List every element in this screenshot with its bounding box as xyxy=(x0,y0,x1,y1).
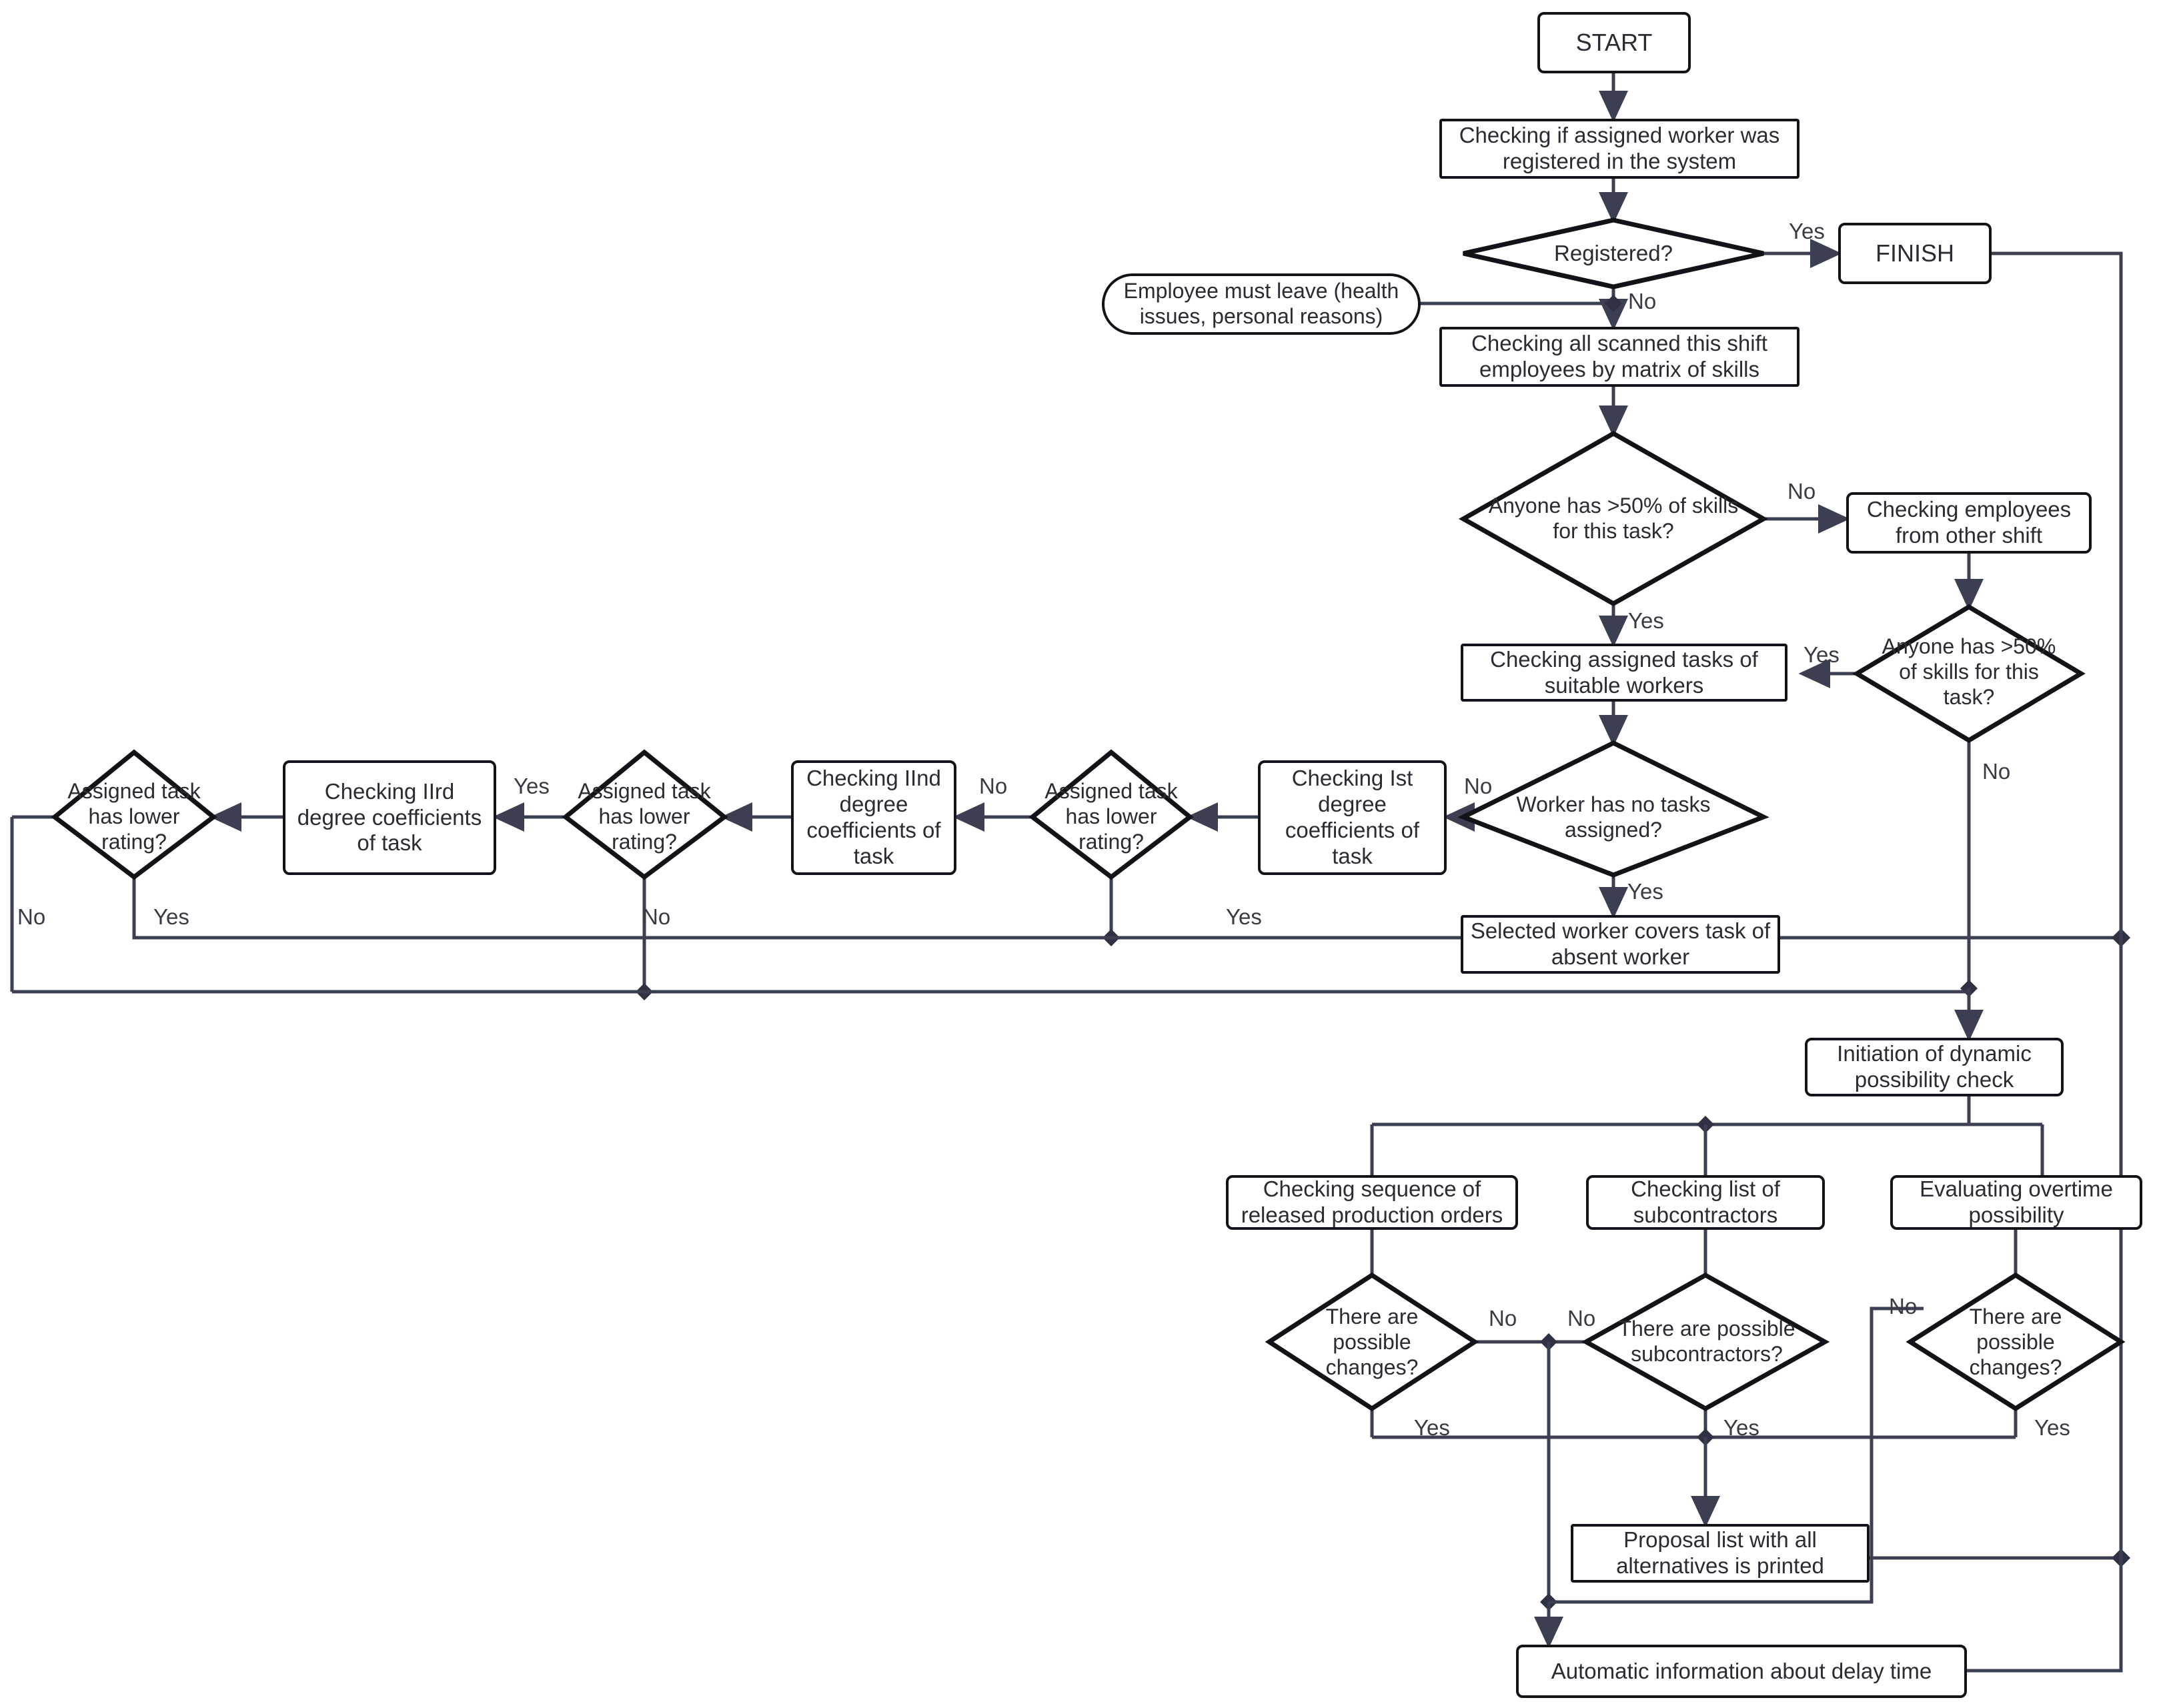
junction-dot-employee-leave xyxy=(1605,295,1622,312)
edge-label-anyone1-yes: Yes xyxy=(1628,608,1664,633)
edge-label-subcontractors-no: No xyxy=(1567,1306,1596,1331)
junction-dot-no-merge xyxy=(1540,1333,1557,1351)
node-check-subcontractors[interactable]: Checking list of subcontractors xyxy=(1586,1175,1825,1230)
junction-dot-2402 xyxy=(1540,1593,1557,1611)
node-initiation-dynamic-label: Initiation of dynamic possibility check xyxy=(1837,1041,2032,1092)
node-rating1-q-label: Assigned task has lower rating? xyxy=(1044,779,1178,854)
junction-dot-anyone2-no xyxy=(1960,980,1978,997)
edge-automatic-right-up xyxy=(1967,1558,2123,1673)
edge-label-rating3-no: No xyxy=(17,904,46,929)
node-possible-subcontractors-q[interactable]: There are possible subcontractors? xyxy=(1601,1309,1813,1375)
edge-label-registered-yes: Yes xyxy=(1789,219,1825,243)
edge-label-subcontractors-yes: Yes xyxy=(1723,1415,1759,1440)
node-check-scanned[interactable]: Checking all scanned this shift employee… xyxy=(1439,327,1799,387)
node-evaluating-overtime-label: Evaluating overtime possibility xyxy=(1920,1176,2113,1227)
node-automatic-info-label: Automatic information about delay time xyxy=(1551,1658,1932,1683)
node-proposal-list[interactable]: Proposal list with all alternatives is p… xyxy=(1571,1524,1870,1583)
edge-label-changes2-no: No xyxy=(1889,1294,1918,1319)
node-automatic-info[interactable]: Automatic information about delay time xyxy=(1516,1645,1967,1698)
node-start-label: START xyxy=(1575,28,1653,56)
edge-label-anyone2-yes: Yes xyxy=(1803,642,1840,667)
node-anyone1-q[interactable]: Anyone has >50% of skills for this task? xyxy=(1477,487,1750,551)
node-check-sequence[interactable]: Checking sequence of released production… xyxy=(1226,1175,1518,1230)
node-anyone1-q-label: Anyone has >50% of skills for this task? xyxy=(1488,494,1739,543)
node-finish[interactable]: FINISH xyxy=(1838,223,1992,284)
node-check-ist[interactable]: Checking Ist degree coefficients of task xyxy=(1258,760,1447,875)
node-check-other-shift-label: Checking employees from other shift xyxy=(1866,497,2072,548)
node-worker-no-tasks-q-label: Worker has no tasks assigned? xyxy=(1516,792,1711,842)
node-selected-worker-covers[interactable]: Selected worker covers task of absent wo… xyxy=(1461,915,1780,974)
node-check-iiird-label: Checking IIrd degree coefficients of tas… xyxy=(297,778,482,856)
junction-dot-fanout xyxy=(1697,1116,1714,1133)
node-rating1-q[interactable]: Assigned task has lower rating? xyxy=(1030,772,1192,862)
node-rating3-q[interactable]: Assigned task has lower rating? xyxy=(53,772,215,862)
node-proposal-list-label: Proposal list with all alternatives is p… xyxy=(1616,1527,1824,1578)
node-changes2-q-label: There are possible changes? xyxy=(1969,1305,2062,1379)
node-finish-label: FINISH xyxy=(1875,239,1954,267)
edge-label-registered-no: No xyxy=(1628,289,1657,313)
node-worker-no-tasks-q[interactable]: Worker has no tasks assigned? xyxy=(1487,786,1739,850)
edge-label-rating2-yes: Yes xyxy=(514,774,550,798)
edge-label-changes1-yes: Yes xyxy=(1414,1415,1450,1440)
edge-label-worker-yes: Yes xyxy=(1627,879,1663,904)
edge-right-bus-to-finish xyxy=(1930,239,2123,938)
junction-dot-rating1-yes xyxy=(1103,929,1120,946)
edge-label-rating3-yes: Yes xyxy=(153,904,189,929)
node-check-iind-label: Checking IInd degree coefficients of tas… xyxy=(806,766,941,868)
edge-rating3-yes-right xyxy=(132,877,1111,940)
node-selected-worker-covers-label: Selected worker covers task of absent wo… xyxy=(1470,918,1771,969)
node-start[interactable]: START xyxy=(1537,12,1691,73)
node-check-other-shift[interactable]: Checking employees from other shift xyxy=(1846,492,2092,554)
node-changes1-q[interactable]: There are possible changes? xyxy=(1299,1295,1445,1390)
edge-label-rating1-yes: Yes xyxy=(1226,904,1262,929)
node-anyone2-q-label: Anyone has >50% of skills for this task? xyxy=(1882,634,2056,709)
junction-dot-rating2-no xyxy=(636,983,653,1000)
node-check-iind[interactable]: Checking IInd degree coefficients of tas… xyxy=(791,760,956,875)
node-check-assigned-tasks-label: Checking assigned tasks of suitable work… xyxy=(1490,646,1758,698)
node-changes2-q[interactable]: There are possible changes? xyxy=(1942,1295,2089,1390)
node-employee-must-leave[interactable]: Employee must leave (health issues, pers… xyxy=(1102,273,1421,335)
node-registered-q[interactable]: Registered? xyxy=(1497,230,1730,277)
node-check-subcontractors-label: Checking list of subcontractors xyxy=(1631,1176,1780,1227)
edge-label-anyone2-no: No xyxy=(1982,759,2011,784)
edge-label-rating1-no: No xyxy=(979,774,1008,798)
node-initiation-dynamic[interactable]: Initiation of dynamic possibility check xyxy=(1805,1038,2064,1096)
edge-label-changes1-no: No xyxy=(1489,1306,1517,1331)
node-check-registered-label: Checking if assigned worker was register… xyxy=(1459,123,1780,173)
junction-dot-right-bus-2336 xyxy=(2112,1549,2130,1567)
node-check-registered[interactable]: Checking if assigned worker was register… xyxy=(1439,119,1799,179)
node-check-iiird[interactable]: Checking IIrd degree coefficients of tas… xyxy=(283,760,496,875)
node-rating2-q[interactable]: Assigned task has lower rating? xyxy=(564,772,725,862)
edge-label-changes2-yes: Yes xyxy=(2034,1415,2070,1440)
edge-label-worker-no: No xyxy=(1464,774,1493,798)
node-check-sequence-label: Checking sequence of released production… xyxy=(1241,1176,1503,1227)
node-check-assigned-tasks[interactable]: Checking assigned tasks of suitable work… xyxy=(1461,644,1787,702)
node-anyone2-q[interactable]: Anyone has >50% of skills for this task? xyxy=(1868,634,2070,709)
edge-label-rating2-no: No xyxy=(642,904,671,929)
node-rating2-q-label: Assigned task has lower rating? xyxy=(578,779,711,854)
node-employee-must-leave-label: Employee must leave (health issues, pers… xyxy=(1123,279,1399,328)
node-changes1-q-label: There are possible changes? xyxy=(1325,1305,1419,1379)
node-possible-subcontractors-q-label: There are possible subcontractors? xyxy=(1618,1317,1795,1366)
node-check-scanned-label: Checking all scanned this shift employee… xyxy=(1471,331,1767,381)
junction-dot-right-bus-1406 xyxy=(2112,928,2130,947)
node-check-ist-label: Checking Ist degree coefficients of task xyxy=(1285,766,1420,868)
node-registered-q-label: Registered? xyxy=(1554,240,1673,265)
node-evaluating-overtime[interactable]: Evaluating overtime possibility xyxy=(1890,1175,2142,1230)
node-rating3-q-label: Assigned task has lower rating? xyxy=(67,779,201,854)
junction-dot-yes-merge xyxy=(1697,1429,1714,1446)
edge-label-anyone1-no: No xyxy=(1787,479,1816,504)
